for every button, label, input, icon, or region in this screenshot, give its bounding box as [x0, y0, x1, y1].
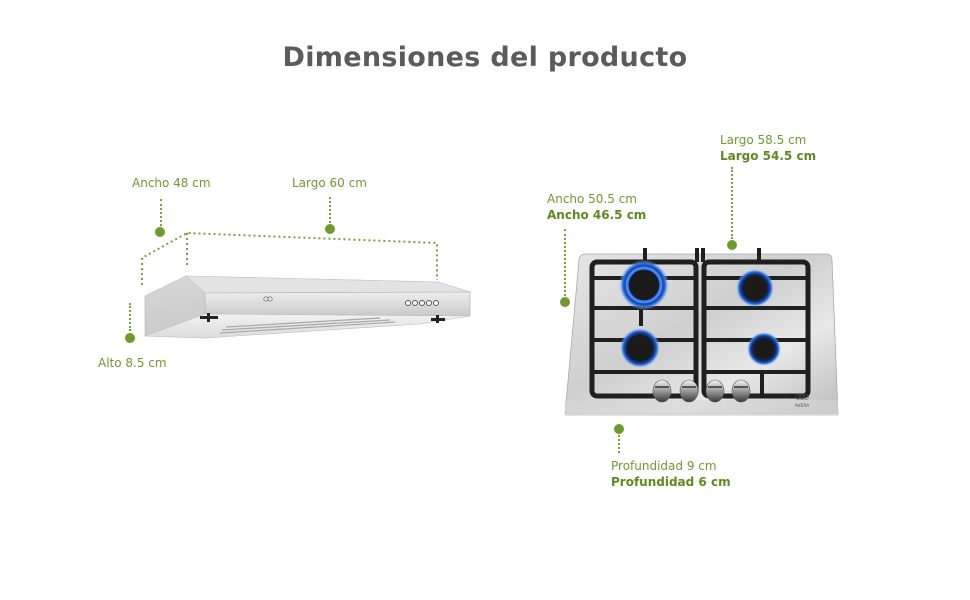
- burner-bottom-right: [747, 332, 781, 366]
- cooktop-largo-inner-label: Largo 54.5 cm: [720, 149, 817, 163]
- burner-top-right: [736, 269, 774, 307]
- hood-largo-label: Largo 60 cm: [292, 176, 367, 190]
- cooktop-profundidad-inner-label: Profundidad 6 cm: [611, 475, 731, 489]
- cooktop-profundidad-outer-label: Profundidad 9 cm: [611, 459, 717, 473]
- alto-leader-line: [129, 303, 131, 331]
- cooktop-ancho-outer-label: Ancho 50.5 cm: [547, 192, 637, 206]
- hood-alto-label: Alto 8.5 cm: [98, 356, 167, 370]
- burner-bottom-left: [620, 328, 660, 368]
- cooktop-ancho-marker-dot: [560, 297, 570, 307]
- largo-marker-dot: [325, 224, 335, 234]
- burner-large: [619, 260, 669, 310]
- cooktop-ancho-leader-line: [564, 229, 566, 296]
- hood-ancho-label: Ancho 48 cm: [132, 176, 211, 190]
- ancho-leader-line: [160, 199, 162, 226]
- cooktop-ancho-inner-label: Ancho 46.5 cm: [547, 208, 647, 222]
- cooktop-profundidad-marker-dot: [614, 424, 624, 434]
- alto-marker-dot: [125, 333, 135, 343]
- cooktop-brand-text: AVERA: [795, 403, 811, 409]
- cooktop-largo-leader-line: [731, 167, 733, 239]
- largo-leader-line: [329, 197, 331, 223]
- ancho-marker-dot: [155, 227, 165, 237]
- cooktop-profundidad-leader-line: [618, 435, 620, 453]
- cooktop-largo-outer-label: Largo 58.5 cm: [720, 133, 807, 147]
- page-title: Dimensiones del producto: [282, 42, 688, 73]
- cooktop-largo-marker-dot: [727, 240, 737, 250]
